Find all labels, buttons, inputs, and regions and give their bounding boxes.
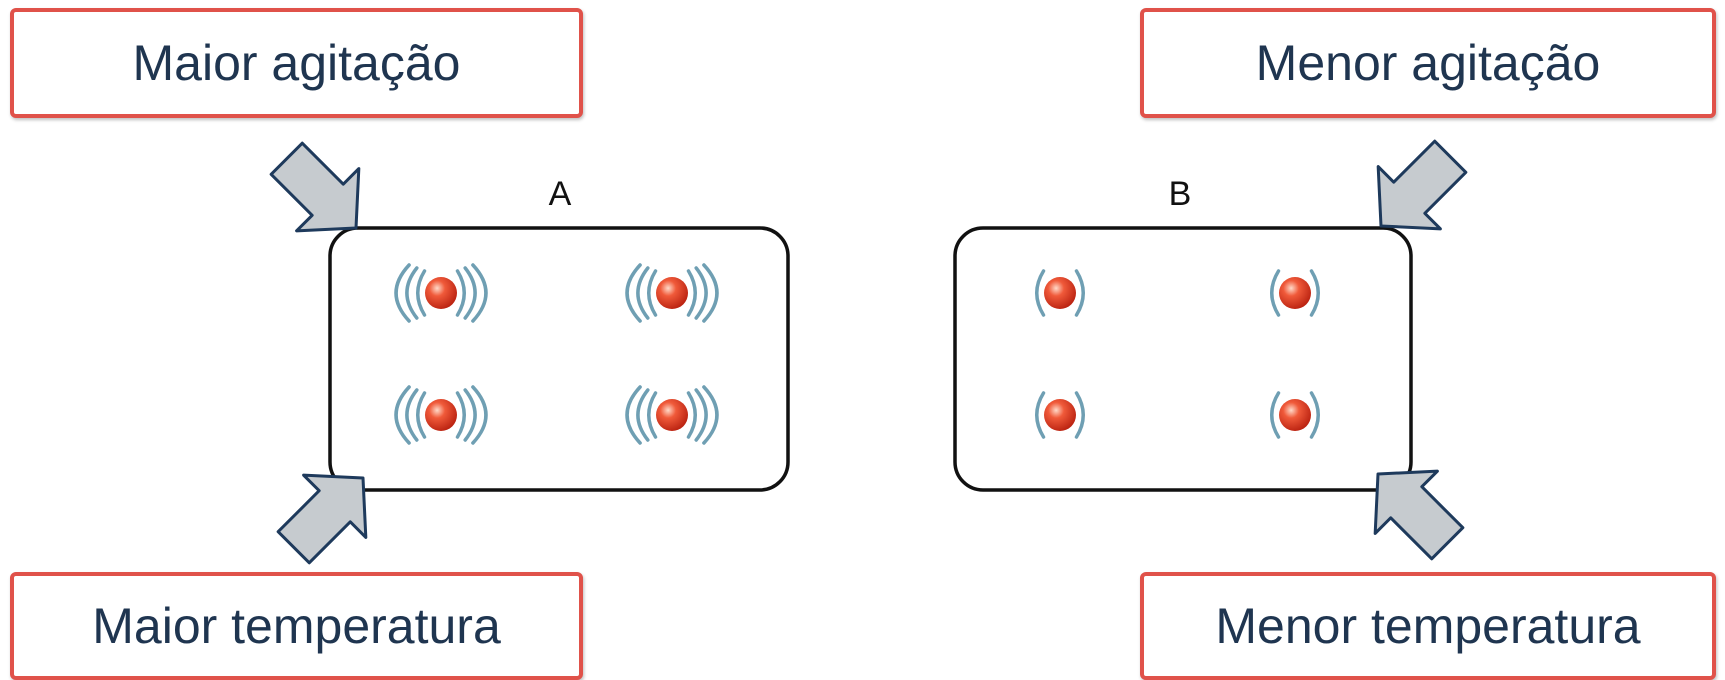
label-menor-temperatura: Menor temperatura <box>1140 572 1716 680</box>
particle-ball <box>1279 277 1311 309</box>
vibration-arc <box>405 266 419 320</box>
vibration-arc <box>1309 391 1320 439</box>
vibration-arc <box>694 266 708 320</box>
particle-b-4 <box>1270 391 1320 439</box>
vibration-arc <box>1270 391 1281 439</box>
particle-ball <box>656 277 688 309</box>
vibration-arc <box>647 269 658 317</box>
vibration-arc <box>625 385 642 445</box>
vibration-arc <box>686 269 697 317</box>
vibration-arc <box>636 266 650 320</box>
container-b-label: B <box>1169 175 1192 213</box>
vibration-arc <box>702 385 719 445</box>
particle-ball <box>425 399 457 431</box>
vibration-arc <box>463 388 477 442</box>
vibration-arc <box>394 385 411 445</box>
container-a <box>328 226 790 492</box>
vibration-arc <box>455 269 466 317</box>
label-menor-agitacao-text: Menor agitação <box>1255 35 1601 91</box>
container-b <box>953 226 1413 492</box>
vibration-arc <box>416 391 427 439</box>
container-a-label: A <box>549 175 572 213</box>
particle-b-3 <box>1035 391 1085 439</box>
label-maior-temperatura: Maior temperatura <box>10 572 583 680</box>
vibration-arc <box>1035 391 1046 439</box>
vibration-arc <box>1074 269 1085 317</box>
vibration-arc <box>455 391 466 439</box>
vibration-arc <box>694 388 708 442</box>
vibration-arc <box>471 385 488 445</box>
vibration-arc <box>636 388 650 442</box>
particle-a-3 <box>394 385 488 445</box>
particle-b-2 <box>1270 269 1320 317</box>
vibration-arc <box>702 263 719 323</box>
label-menor-agitacao: Menor agitação <box>1140 8 1716 118</box>
vibration-arc <box>394 263 411 323</box>
label-maior-agitacao: Maior agitação <box>10 8 583 118</box>
label-menor-temperatura-text: Menor temperatura <box>1215 598 1641 654</box>
particle-ball <box>1044 277 1076 309</box>
vibration-arc <box>1270 269 1281 317</box>
vibration-arc <box>463 266 477 320</box>
vibration-arc <box>405 388 419 442</box>
vibration-arc <box>1309 269 1320 317</box>
particle-a-1 <box>394 263 488 323</box>
vibration-arc <box>686 391 697 439</box>
vibration-arc <box>471 263 488 323</box>
particle-a-4 <box>625 385 719 445</box>
particle-a-2 <box>625 263 719 323</box>
vibration-arc <box>1074 391 1085 439</box>
particle-b-1 <box>1035 269 1085 317</box>
vibration-arc <box>647 391 658 439</box>
vibration-arc <box>416 269 427 317</box>
particle-ball <box>1044 399 1076 431</box>
vibration-arc <box>625 263 642 323</box>
particle-ball <box>656 399 688 431</box>
label-maior-agitacao-text: Maior agitação <box>132 35 461 91</box>
particle-ball <box>425 277 457 309</box>
label-maior-temperatura-text: Maior temperatura <box>92 598 501 654</box>
vibration-arc <box>1035 269 1046 317</box>
particle-ball <box>1279 399 1311 431</box>
